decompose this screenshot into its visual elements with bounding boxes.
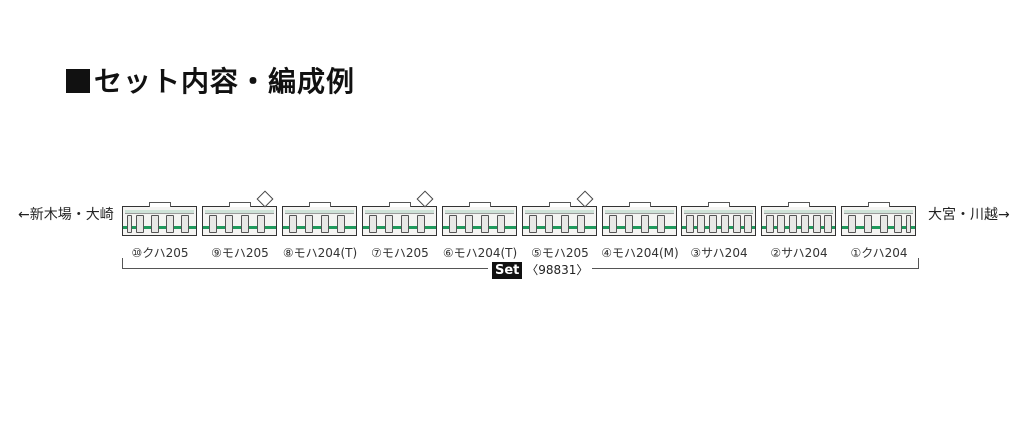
train-car-8 (282, 202, 357, 236)
car-label: ②サハ204 (770, 246, 828, 260)
set-badge: Set (492, 262, 523, 279)
car-label: ⑦モハ205 (371, 246, 429, 260)
pantograph-icon (576, 190, 594, 208)
train-car-7 (362, 190, 437, 236)
train-car-3 (681, 202, 756, 236)
train-car-5 (522, 190, 597, 236)
car-label: ⑩クハ205 (131, 246, 189, 260)
car-label: ①クハ204 (850, 246, 908, 260)
train-car-4 (602, 202, 677, 236)
train-car-1 (841, 202, 916, 236)
car-label: ⑤モハ205 (531, 246, 589, 260)
direction-right-label: 大宮・川越→ (928, 207, 1010, 223)
pantograph-icon (416, 190, 434, 208)
train-car-2 (761, 202, 836, 236)
square-bullet-icon (66, 69, 90, 93)
set-id: Set 〈98831〉 (488, 261, 593, 279)
car-label: ③サハ204 (690, 246, 748, 260)
car-label: ⑥モハ204(T) (442, 246, 518, 260)
car-label: ④モハ204(M) (601, 246, 679, 260)
car-label: ⑧モハ204(T) (282, 246, 358, 260)
title-text: セット内容・編成例 (94, 65, 356, 98)
train-car-6 (442, 202, 517, 236)
set-number: 〈98831〉 (526, 263, 589, 277)
page-title: セット内容・編成例 (66, 60, 355, 100)
pantograph-icon (256, 190, 274, 208)
direction-left-label: ←新木場・大崎 (18, 207, 114, 223)
car-label: ⑨モハ205 (211, 246, 269, 260)
train-car-9 (202, 190, 277, 236)
train-car-10 (122, 202, 197, 236)
